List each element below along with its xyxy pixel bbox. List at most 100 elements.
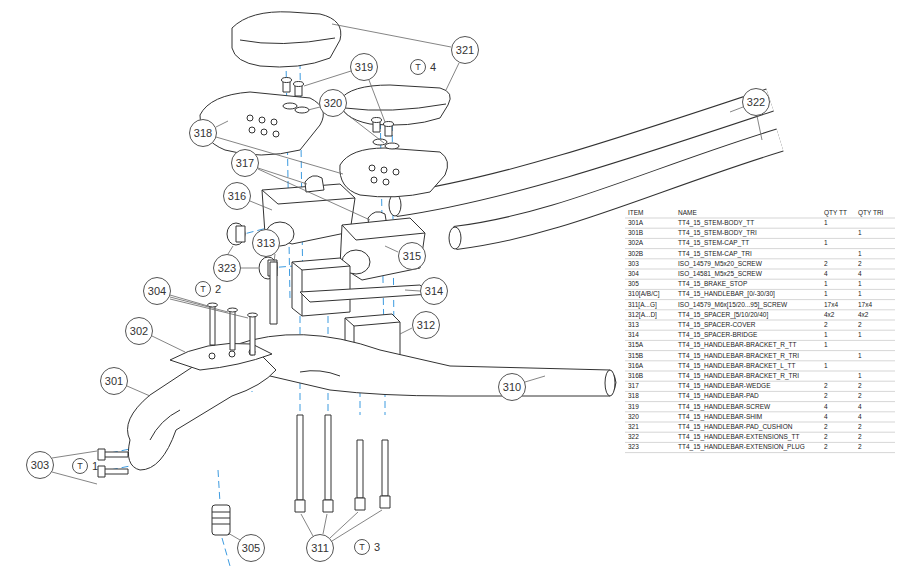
callout-circle: 322 [742,88,770,116]
table-cell: 2 [824,261,828,268]
table-cell: TT4_15_SPACER-COVER [678,322,756,329]
table-cell: 2 [858,444,862,451]
callout-circle: 313 [252,229,280,257]
table-cell: 1 [824,342,828,349]
torque-symbol: T [195,281,211,297]
table-cell: 4 [858,404,862,411]
callout-number: 303 [31,460,49,471]
table-cell: 321 [628,424,639,431]
table-cell: TT4_15_HANDLEBAR-PAD_CUSHION [678,424,792,431]
table-cell: QTY TT [824,210,847,217]
torque-value: 3 [374,542,380,553]
table-cell: 311[A...G] [628,302,657,309]
table-cell: ISO_14579_M6x[15/20...95]_SCREW [678,302,787,309]
callout-circle: 302 [125,317,153,345]
table-cell: 320 [628,414,639,421]
table-cell: 1 [858,230,862,237]
table-cell: 2 [858,393,862,400]
table-cell: 315A [628,342,643,349]
callout-circle: 317 [231,149,259,177]
callout-circle: 316 [223,182,251,210]
torque-symbol: T [410,59,426,75]
torque-value: 4 [430,62,436,73]
table-cell: 316A [628,363,643,370]
table-cell: TT4_15_STEM-BODY_TRI [678,230,757,237]
callout-circle: 301 [100,367,128,395]
table-cell: TT4_15_HANDLEBAR-EXTENSION_PLUG [678,444,805,451]
callout-number: 317 [236,158,254,169]
table-cell: 316B [628,373,643,380]
callout-number: 323 [218,263,236,274]
table-cell: 302B [628,251,643,258]
callout-circle: 315 [398,242,426,270]
torque-value: 2 [215,284,221,295]
callout-number: 301 [105,376,123,387]
table-cell: ISO_14581_M5x25_SCREW [678,271,762,278]
table-cell: 1 [858,332,862,339]
table-cell: 2 [858,424,862,431]
extension-tube [389,100,780,249]
torque-letter: T [77,462,83,471]
table-cell: ITEM [628,210,644,217]
torque-value: 1 [92,461,98,472]
table-cell: 1 [858,291,862,298]
table-cell: 1 [824,363,828,370]
table-cell: 4 [858,414,862,421]
table-cell: 2 [858,261,862,268]
table-cell: TT4_15_STEM-BODY_TT [678,220,754,227]
table-cell: 17x4 [824,302,838,309]
table-cell: TT4_15_HANDLEBAR-EXTENSIONS_TT [678,434,799,441]
callout-number: 316 [228,191,246,202]
table-cell: 313 [628,322,639,329]
callout-number: 313 [257,238,275,249]
table-cell: 314 [628,332,639,339]
table-cell: 4 [858,271,862,278]
callout-circle: 323 [213,254,241,282]
table-cell: 4x2 [858,312,868,319]
torque-symbol: T [72,458,88,474]
table-cell: 2 [858,383,862,390]
table-cell: 1 [824,332,828,339]
table-cell: 302A [628,240,643,247]
callout-circle: 303 [26,451,54,479]
table-cell: 4x2 [824,312,834,319]
callout-circle: 314 [420,277,448,305]
table-cell: 1 [824,240,828,247]
table-cell: QTY TRI [858,210,883,217]
table-cell: TT4_15_SPACER_[5/10/20/40] [678,312,768,319]
table-cell: 1 [824,291,828,298]
torque-symbol: T [354,539,370,555]
table-cell: TT4_15_HANDLEBAR-SCREW [678,404,770,411]
callout-number: 322 [747,97,765,108]
table-cell: TT4_15_HANDLEBAR-BRACKET_R_TT [678,342,796,349]
leader-line [52,24,762,541]
callout-number: 315 [403,251,421,262]
table-cell: 322 [628,434,639,441]
callout-circle: 318 [189,119,217,147]
table-cell: 1 [824,220,828,227]
table-cell: 303 [628,261,639,268]
table-cell: NAME [678,210,697,217]
table-cell: TT4_15_HANDLEBAR-BRACKET_L_TT [678,363,795,370]
table-cell: 2 [824,393,828,400]
callout-number: 321 [456,45,474,56]
callout-number: 318 [194,128,212,139]
table-cell: ISO_14579_M5x20_SCREW [678,261,762,268]
table-cell: 2 [824,383,828,390]
callout-circle: 321 [451,36,479,64]
table-cell: 305 [628,281,639,288]
table-cell: 1 [858,251,862,258]
callout-circle: 304 [143,277,171,305]
table-cell: 1 [858,373,862,380]
table-cell: 2 [824,322,828,329]
assembly-axis [100,60,394,566]
table-cell: 318 [628,393,639,400]
callout-circle: 310 [498,373,526,401]
table-cell: 2 [824,444,828,451]
table-cell: 315B [628,353,643,360]
callout-number: 312 [417,320,435,331]
table-cell: 1 [858,281,862,288]
table-cell: 2 [858,434,862,441]
table-cell: 323 [628,444,639,451]
